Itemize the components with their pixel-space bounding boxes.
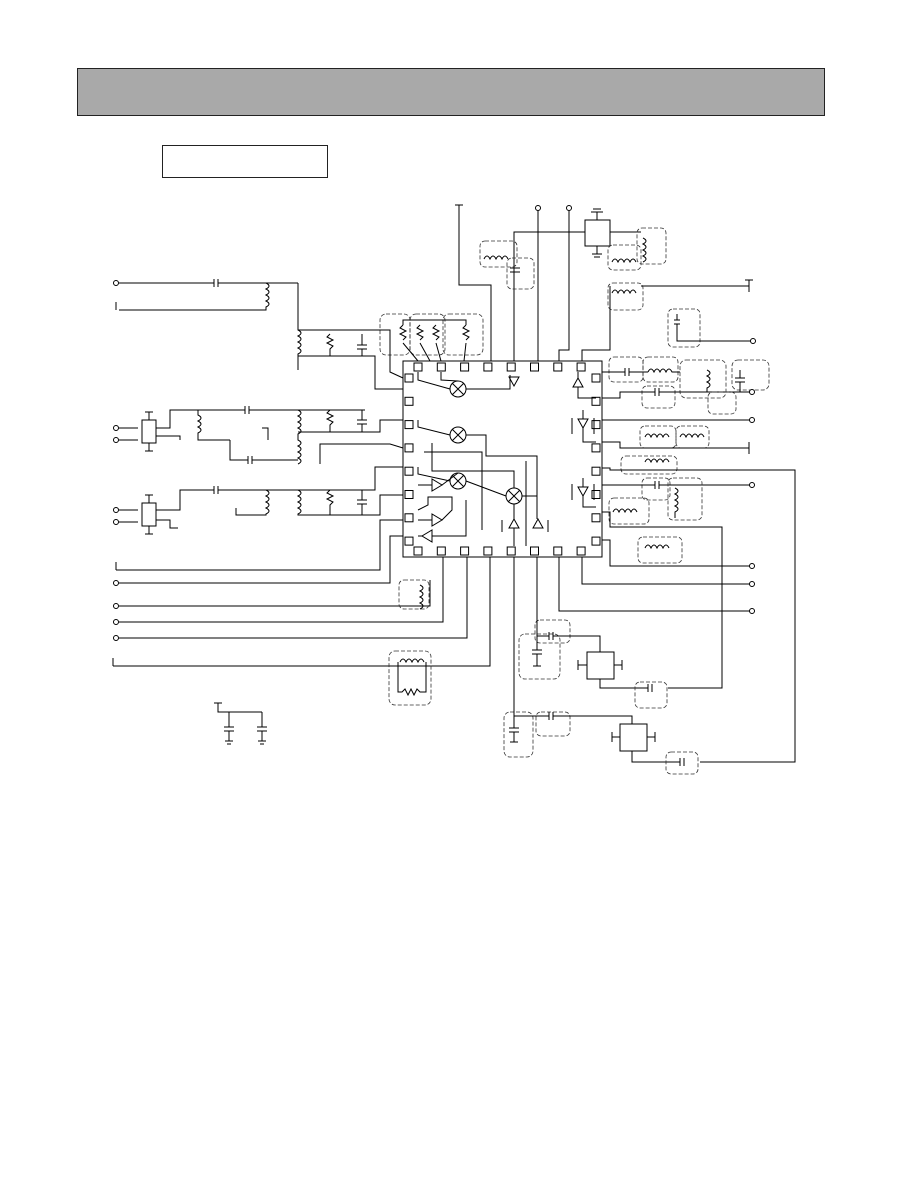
- ic-pins-bottom: [413, 546, 586, 556]
- amp-bottom-2: [532, 517, 544, 529]
- top-connections: [379, 204, 753, 362]
- ic-pin-top: [413, 362, 423, 372]
- ic-pin-left: [404, 443, 414, 453]
- amp-top-up: [572, 376, 584, 388]
- ic-pin-bottom: [460, 546, 470, 556]
- ic-pin-top: [530, 362, 539, 372]
- ic-pin-left: [404, 373, 414, 383]
- ic-pin-left: [404, 420, 414, 430]
- ic-pin-top: [553, 362, 563, 372]
- ic-pin-bottom: [530, 546, 539, 556]
- ic-pin-left: [404, 490, 414, 499]
- ic-pin-bottom: [483, 546, 493, 556]
- ic-pin-top: [483, 362, 493, 372]
- terminal-left-1: [113, 280, 119, 286]
- mixer-4: [505, 487, 523, 505]
- left-input-network: [112, 279, 491, 745]
- ic-pin-bottom: [413, 546, 423, 556]
- mixer-3: [449, 472, 467, 490]
- mixer-2: [449, 426, 467, 444]
- oscillator-bottom-1: [586, 651, 615, 680]
- ic-pin-top: [576, 362, 586, 372]
- amp-left-2: [431, 513, 443, 527]
- balun-2: [141, 502, 157, 527]
- ic-pin-bottom: [436, 546, 446, 556]
- right-output-network: [558, 308, 796, 763]
- ic-pin-right: [591, 466, 601, 476]
- amp-left-3: [421, 529, 433, 543]
- ic-pin-top: [436, 362, 446, 372]
- ic-pin-bottom: [506, 546, 516, 556]
- ic-pins-top: [413, 362, 586, 372]
- ic-pins-right: [591, 373, 601, 546]
- ic-pin-left: [404, 536, 414, 546]
- ic-pin-top: [460, 362, 470, 372]
- ic-pin-right: [591, 443, 601, 453]
- bottom-oscillators: [503, 557, 699, 775]
- ic-pins-left: [404, 373, 414, 546]
- terminal-top-1: [535, 205, 541, 211]
- ic-pin-right: [591, 490, 601, 499]
- ic-pin-right: [591, 373, 601, 383]
- ic-pin-right: [591, 420, 601, 430]
- amp-right-2: [577, 486, 589, 498]
- oscillator-top: [584, 219, 611, 247]
- oscillator-bottom-2: [619, 723, 648, 752]
- ic-pin-right: [591, 536, 601, 546]
- mixer-1: [449, 380, 467, 398]
- amp-right-1: [577, 418, 589, 430]
- ic-pin-bottom: [553, 546, 563, 556]
- header-title-box: [162, 145, 328, 178]
- ic-pin-top: [506, 362, 516, 372]
- ic-pin-left: [404, 466, 414, 476]
- amp-top-down: [508, 376, 520, 388]
- terminal-top-2: [566, 205, 572, 211]
- ic-pin-left: [404, 396, 414, 406]
- amp-bottom-1: [508, 517, 520, 529]
- amp-left-1: [431, 478, 443, 492]
- ic-pin-right: [591, 513, 601, 523]
- header-bar: [77, 68, 825, 178]
- ic-pin-bottom: [576, 546, 586, 556]
- main-ic: [402, 360, 603, 558]
- balun-1: [141, 419, 157, 444]
- ic-pin-right: [591, 396, 601, 406]
- ic-body: [402, 360, 603, 558]
- ic-pin-left: [404, 513, 414, 523]
